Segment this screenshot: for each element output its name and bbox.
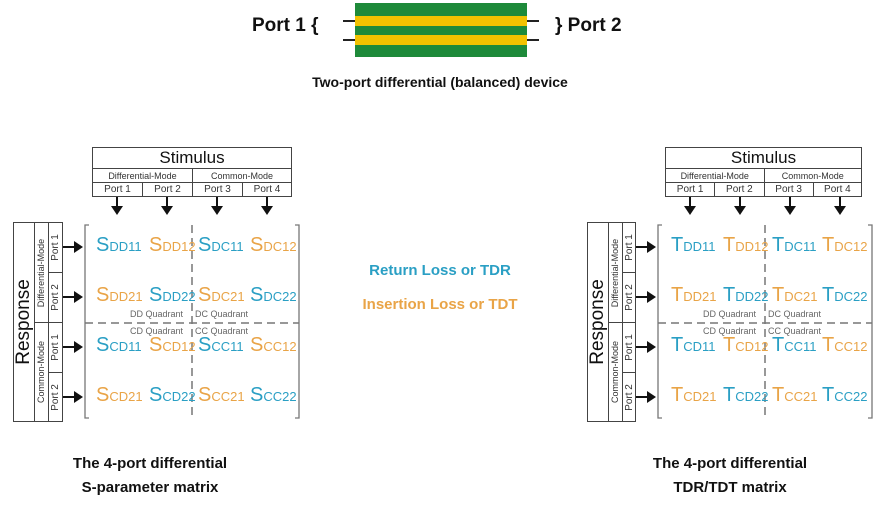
matrix-bracket-left xyxy=(84,224,89,419)
matrix-entry-symbol: S xyxy=(149,234,163,256)
matrix-entry-symbol: S xyxy=(198,234,212,256)
quadrant-label: DC Quadrant xyxy=(195,309,249,319)
device-trace-2 xyxy=(355,35,527,45)
matrix-entry-s-cc22: SCC22 xyxy=(250,384,297,407)
response-arrow-right-icon xyxy=(63,341,83,353)
matrix-entry-s-cd12: SCD12 xyxy=(149,334,196,357)
matrix-entry-symbol: S xyxy=(96,334,110,356)
matrix-entry-s-cc12: SCC12 xyxy=(250,334,297,357)
response-port-4: Port 2 xyxy=(48,372,63,422)
matrix-entry-subscript: CC11 xyxy=(211,339,244,354)
matrix-entry-subscript: DD21 xyxy=(109,289,143,304)
matrix-entry-symbol: S xyxy=(250,284,264,306)
matrix-entry-subscript: CC21 xyxy=(211,389,245,404)
matrix-entry-symbol: S xyxy=(149,334,163,356)
matrix-entry-s-dd21: SDD21 xyxy=(96,284,143,307)
matrix-entry-subscript: CD12 xyxy=(162,339,196,354)
matrix-entry-s-cc11: SCC11 xyxy=(198,334,244,357)
response-arrow-right-icon xyxy=(63,391,83,403)
port2-label: } Port 2 xyxy=(555,15,622,36)
matrix-entry-symbol: S xyxy=(149,384,163,406)
matrix-bracket-right xyxy=(295,224,300,419)
matrix-entry-subscript: CD22 xyxy=(162,389,196,404)
matrix-entry-s-dd12: SDD12 xyxy=(149,234,196,257)
matrix-caption-line-1: The 4-port differential xyxy=(72,455,228,472)
matrix-entry-subscript: CD11 xyxy=(109,339,142,354)
device-caption: Two-port differential (balanced) device xyxy=(312,74,568,90)
matrix-entry-s-dd22: SDD22 xyxy=(149,284,196,307)
matrix-entry-s-cc21: SCC21 xyxy=(198,384,245,407)
matrix-caption-line-2: S-parameter matrix xyxy=(81,479,219,496)
stimulus-arrow-down-icon xyxy=(161,197,173,215)
matrix-entry-symbol: S xyxy=(96,384,110,406)
matrix-entry-s-dd11: SDD11 xyxy=(96,234,142,257)
stimulus-arrow-down-icon xyxy=(211,197,223,215)
stimulus-arrow-down-icon xyxy=(111,197,123,215)
stimulus-port-4: Port 4 xyxy=(242,182,292,197)
matrix-entry-s-dc22: SDC22 xyxy=(250,284,297,307)
matrix-entry-s-dc21: SDC21 xyxy=(198,284,245,307)
device-body xyxy=(355,3,527,57)
matrix-entry-subscript: DC21 xyxy=(211,289,245,304)
matrix-entry-symbol: S xyxy=(96,284,110,306)
matrix-entry-symbol: S xyxy=(250,234,264,256)
matrix-entry-subscript: DC12 xyxy=(263,239,297,254)
matrix-entry-symbol: S xyxy=(250,334,264,356)
matrix-entry-s-dc12: SDC12 xyxy=(250,234,297,257)
matrix-entry-subscript: DD22 xyxy=(162,289,196,304)
port1-label: Port 1 { xyxy=(252,15,319,36)
matrix-entry-symbol: S xyxy=(198,334,212,356)
matrix-entry-subscript: DD12 xyxy=(162,239,196,254)
matrix-entry-subscript: CD21 xyxy=(109,389,143,404)
quadrant-label: CC Quadrant xyxy=(195,326,249,336)
differential-device-icon xyxy=(343,3,539,57)
matrix-entry-s-dc11: SDC11 xyxy=(198,234,244,257)
stimulus-arrow-down-icon xyxy=(261,197,273,215)
matrix-entry-symbol: S xyxy=(149,284,163,306)
matrix-entry-s-cd21: SCD21 xyxy=(96,384,143,407)
legend-return-loss: Return Loss or TDR xyxy=(369,262,511,279)
matrix-entry-subscript: CC12 xyxy=(263,339,297,354)
matrix-entry-subscript: DC22 xyxy=(263,289,297,304)
quadrant-label: CD Quadrant xyxy=(130,326,184,336)
matrix-entry-s-cd11: SCD11 xyxy=(96,334,142,357)
matrix-entry-symbol: S xyxy=(96,234,110,256)
matrix-entry-symbol: S xyxy=(198,384,212,406)
response-arrow-right-icon xyxy=(63,241,83,253)
legend-insertion-loss: Insertion Loss or TDT xyxy=(362,296,518,313)
device-trace-1 xyxy=(355,16,527,26)
response-arrow-right-icon xyxy=(63,291,83,303)
matrix-entry-symbol: S xyxy=(250,384,264,406)
matrix-entry-subscript: DC11 xyxy=(211,239,244,254)
quadrant-label: DD Quadrant xyxy=(130,309,184,319)
matrix-entry-subscript: DD11 xyxy=(109,239,142,254)
matrix-entry-s-cd22: SCD22 xyxy=(149,384,196,407)
matrix-entry-subscript: CC22 xyxy=(263,389,297,404)
matrix-entry-symbol: S xyxy=(198,284,212,306)
